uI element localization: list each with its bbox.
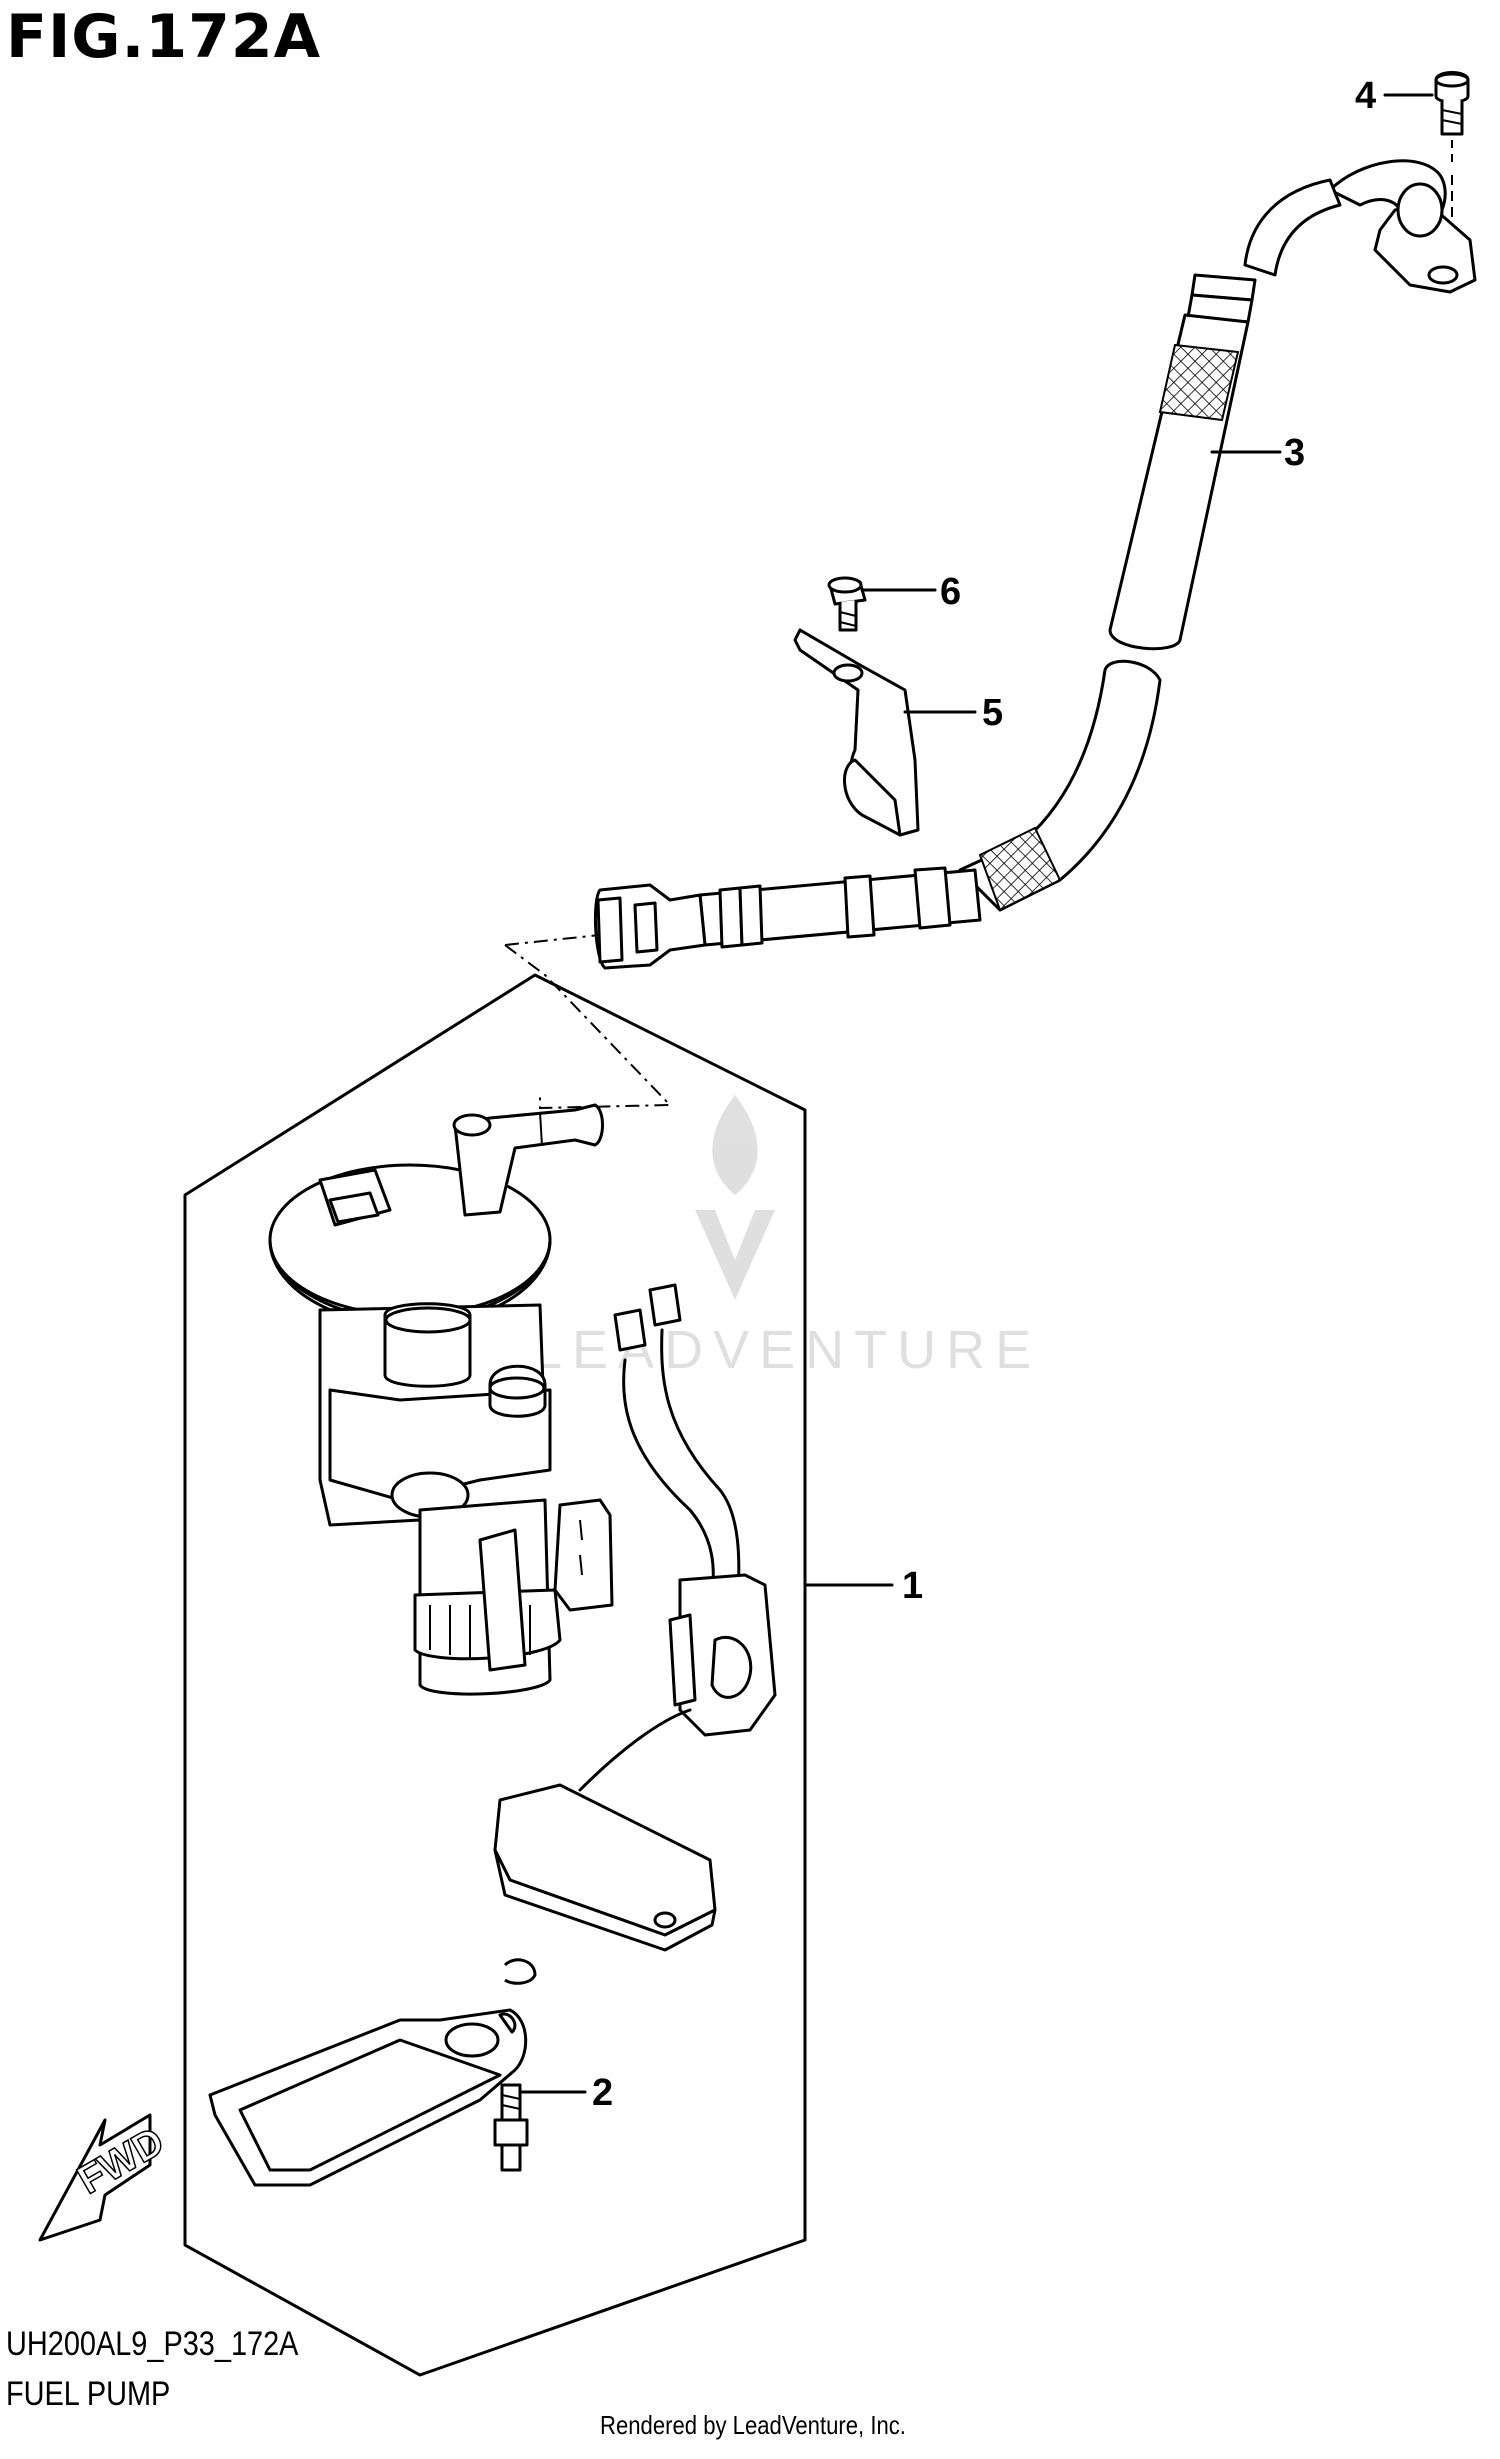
hose-clamp xyxy=(793,628,920,837)
callout-3: 3 xyxy=(1210,432,1305,474)
render-credit: Rendered by LeadVenture, Inc. xyxy=(600,2410,906,2440)
watermark: LEADVENTURE xyxy=(532,1095,1041,1380)
callout-number-4: 4 xyxy=(1355,75,1376,117)
figure-title: FIG.172A xyxy=(6,2,322,72)
callout-6: 6 xyxy=(860,571,961,613)
callout-number-1: 1 xyxy=(902,1565,923,1607)
fuel-pump-gasket xyxy=(208,1958,537,2187)
fuel-hose xyxy=(504,159,1477,1110)
watermark-text: LEADVENTURE xyxy=(532,1320,1041,1380)
callout-number-2: 2 xyxy=(592,2072,613,2114)
figure-code: UH200AL9_P33_172A xyxy=(6,2325,299,2363)
figure-name: FUEL PUMP xyxy=(6,2375,171,2413)
assembly-box xyxy=(183,973,807,2377)
callout-number-5: 5 xyxy=(982,692,1003,734)
callout-2: 2 xyxy=(518,2072,613,2114)
callout-4: 4 xyxy=(1355,75,1434,117)
callout-number-6: 6 xyxy=(940,571,961,613)
callout-5: 5 xyxy=(903,692,1003,734)
callout-number-3: 3 xyxy=(1284,432,1305,474)
bolt-clamp xyxy=(827,576,867,632)
fuel-pump-assembly xyxy=(268,1103,777,1952)
fwd-arrow: FWD xyxy=(38,2113,172,2242)
callout-1: 1 xyxy=(803,1565,923,1607)
